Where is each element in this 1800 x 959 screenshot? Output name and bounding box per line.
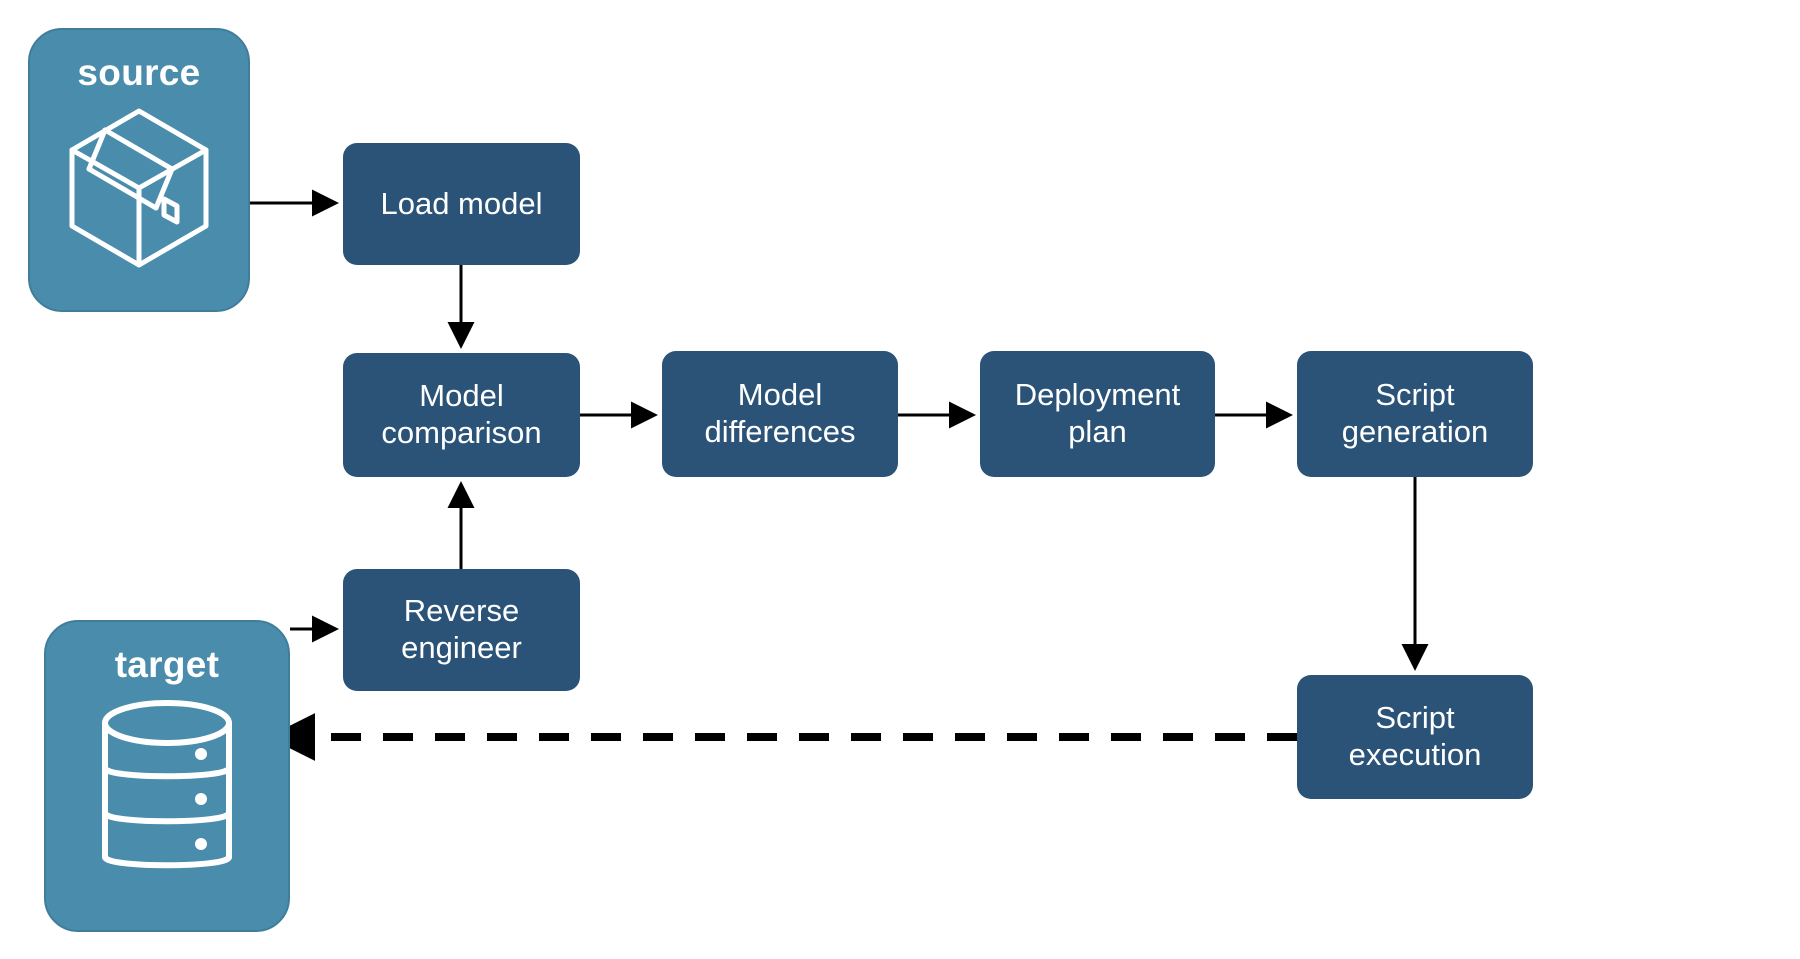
endpoint-target[interactable]: target [44,620,290,932]
endpoint-source[interactable]: source [28,28,250,312]
process-box-script-execution-label: Script execution [1348,700,1482,772]
database-cylinder-icon [91,697,243,888]
process-box-reverse-engineer-label: Reverse engineer [401,593,522,665]
process-box-reverse-engineer[interactable]: Reverse engineer [343,569,580,691]
process-box-script-generation[interactable]: Script generation [1297,351,1533,477]
endpoint-target-label: target [114,644,220,685]
package-box-icon [64,103,214,278]
process-box-deployment-plan[interactable]: Deployment plan [980,351,1215,477]
endpoint-source-label: source [77,52,201,93]
process-box-deployment-plan-label: Deployment plan [1014,377,1181,449]
process-box-script-execution[interactable]: Script execution [1297,675,1533,799]
process-box-model-differences[interactable]: Model differences [662,351,898,477]
process-box-load-model-label: Load model [380,185,543,221]
process-box-model-differences-label: Model differences [704,377,856,449]
process-box-model-comparison[interactable]: Model comparison [343,353,580,477]
process-box-script-generation-label: Script generation [1341,377,1489,449]
process-box-load-model[interactable]: Load model [343,143,580,265]
process-box-model-comparison-label: Model comparison [381,378,542,450]
